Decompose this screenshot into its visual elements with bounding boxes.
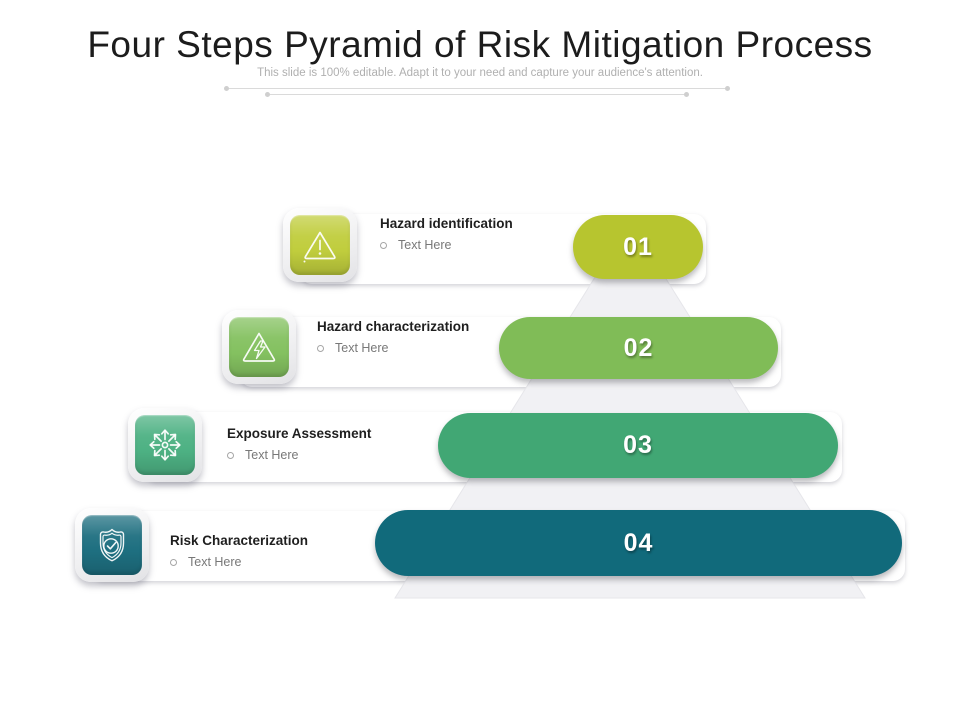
step-pill-2: 02 [499, 317, 778, 379]
step-title: Hazard identification [380, 216, 513, 231]
bullet-text: Text Here [245, 448, 299, 462]
page-title: Four Steps Pyramid of Risk Mitigation Pr… [87, 24, 873, 65]
bullet-circle-icon [227, 451, 234, 459]
pyramid-shape [394, 220, 866, 599]
shield-check-icon [99, 528, 125, 562]
step-title: Hazard characterization [317, 319, 470, 334]
step-label-block-3: Exposure Assessment Text Here [227, 425, 477, 462]
bullet-line: Text Here [170, 555, 420, 569]
divider-dot [684, 92, 689, 97]
divider-line-upper [224, 86, 730, 91]
divider-dot [224, 86, 229, 91]
step-pill-1: 01 [573, 215, 703, 279]
step-pill-3: 03 [438, 413, 838, 478]
pyramid-triangle [394, 220, 866, 599]
radiating-arrows-icon [149, 429, 181, 461]
page-subtitle: This slide is 100% editable. Adapt it to… [257, 67, 703, 79]
bullet-circle-icon [170, 558, 177, 566]
bullet-text: Text Here [188, 555, 242, 569]
high-voltage-triangle-icon [242, 332, 276, 362]
bullet-text: Text Here [335, 341, 389, 355]
icon-tile-face [290, 215, 350, 275]
bullet-line: Text Here [380, 238, 530, 252]
step-title: Exposure Assessment [227, 426, 372, 441]
step-icon-tile-2 [222, 310, 296, 384]
divider-dot [725, 86, 730, 91]
step-icon-tile-1 [283, 208, 357, 282]
step-label-block-1: Hazard identification Text Here [380, 215, 530, 252]
bullet-circle-icon [317, 344, 324, 352]
bullet-circle-icon [380, 241, 387, 249]
step-label-block-4: Risk Characterization Text Here [170, 532, 420, 569]
step-icon-tile-4 [75, 508, 149, 582]
icon-tile-face [82, 515, 142, 575]
step-pill-4: 04 [375, 510, 902, 576]
step-number: 03 [623, 431, 653, 459]
step-number: 02 [623, 333, 654, 362]
step-number: 01 [623, 232, 653, 261]
bullet-line: Text Here [317, 341, 472, 355]
divider-line-lower [265, 92, 689, 97]
step-number: 04 [623, 528, 654, 557]
warning-triangle-icon [303, 231, 336, 263]
step-title: Risk Characterization [170, 533, 309, 548]
step-icon-tile-3 [128, 408, 202, 482]
bullet-line: Text Here [227, 448, 477, 462]
icon-tile-face [229, 317, 289, 377]
step-label-block-2: Hazard characterization Text Here [317, 318, 472, 355]
icon-tile-face [135, 415, 195, 475]
divider-dot [265, 92, 270, 97]
bullet-text: Text Here [398, 238, 452, 252]
